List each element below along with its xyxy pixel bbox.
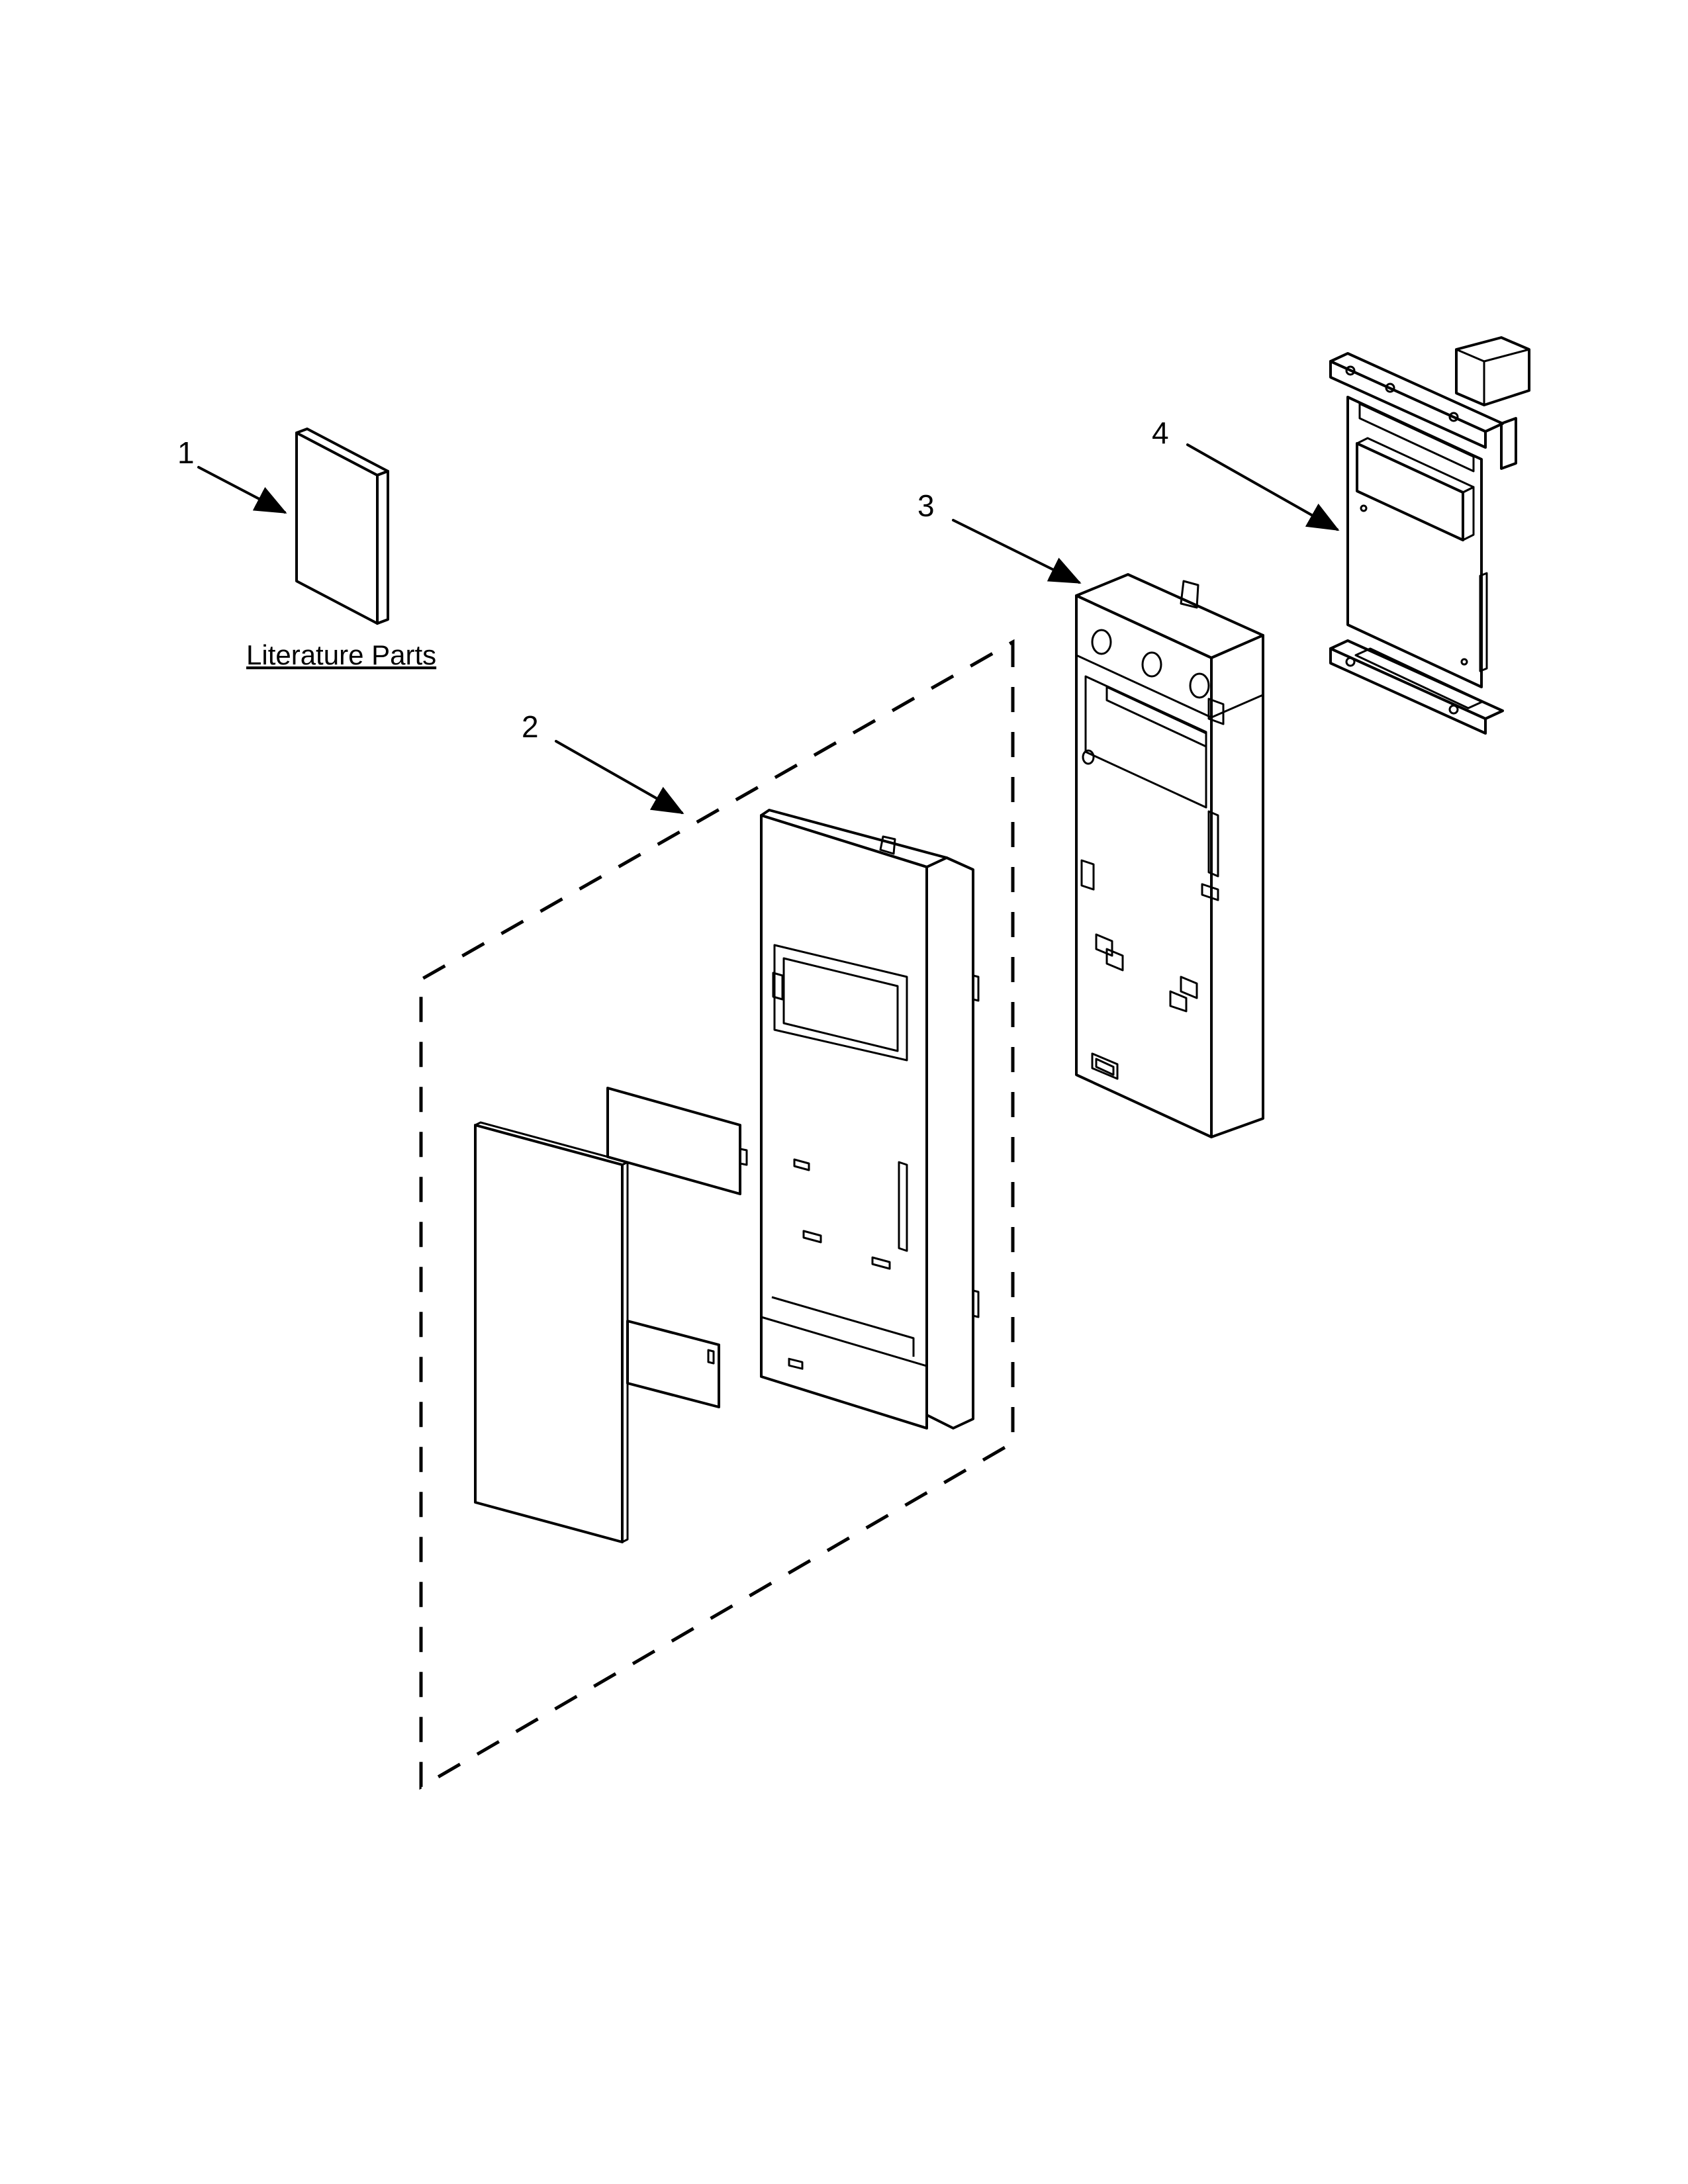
- callout-4: 4: [1152, 416, 1169, 450]
- leader-arrow-2: [555, 740, 684, 814]
- control-panel-housing: [1075, 573, 1264, 1138]
- literature-booklet: [295, 428, 389, 625]
- leader-arrow-4: [1186, 443, 1340, 531]
- keypad-tail-connector: [626, 1320, 720, 1408]
- callout-2: 2: [522, 709, 539, 744]
- callout-3: 3: [917, 488, 935, 523]
- assembly-group-outline: [419, 639, 1015, 1790]
- control-panel-frame: [760, 809, 980, 1430]
- leader-arrow-3: [952, 519, 1082, 584]
- callout-1: 1: [177, 435, 195, 470]
- literature-parts-label: Literature Parts: [246, 639, 436, 670]
- membrane-keypad-overlay: [474, 1121, 629, 1543]
- display-lens: [606, 1087, 748, 1195]
- electronic-control-board: [1329, 336, 1530, 735]
- leader-arrow-1: [197, 466, 287, 514]
